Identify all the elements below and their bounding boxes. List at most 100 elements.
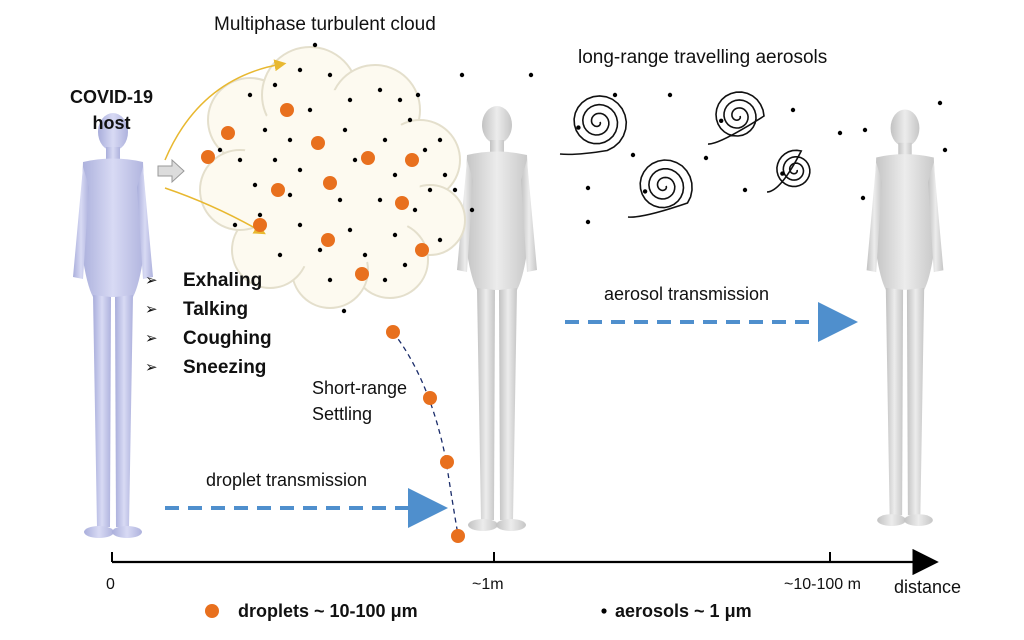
action-label: Talking	[183, 299, 249, 320]
host-label: COVID-19 host	[70, 84, 153, 136]
swirl	[707, 91, 765, 145]
aerosol-dot	[437, 137, 443, 143]
action-label: Exhaling	[183, 270, 263, 291]
aerosol-dot	[342, 127, 348, 133]
droplet	[253, 218, 267, 232]
axis-label: distance	[894, 577, 962, 597]
droplet	[280, 103, 294, 117]
aerosol-dot	[277, 252, 283, 258]
aerosol-dot	[327, 277, 333, 283]
aerosol-dot	[412, 207, 418, 213]
aerosol-dot	[341, 308, 347, 314]
host-figure	[73, 113, 153, 538]
droplet	[361, 151, 375, 165]
short-range-line1: Short-range	[312, 378, 408, 398]
aerosols-title: long-range travelling aerosols	[578, 47, 828, 68]
aerosol-dot	[297, 222, 303, 228]
aerosol-dot	[312, 42, 318, 48]
droplet	[221, 126, 235, 140]
cloud-title: Multiphase turbulent cloud	[214, 14, 436, 35]
aerosol-dot	[630, 152, 636, 158]
swirl	[627, 159, 693, 218]
aerosol-dot	[667, 92, 673, 98]
aerosol-dot	[528, 72, 534, 78]
axis-tick-label-2: ~10-100 m	[784, 576, 861, 593]
aerosol-dot	[937, 100, 943, 106]
aerosol-dot	[262, 127, 268, 133]
aerosol-dot	[402, 262, 408, 268]
swirl-aerosol-dot	[576, 125, 581, 130]
aerosol-dot	[272, 157, 278, 163]
droplet	[405, 153, 419, 167]
action-label: Sneezing	[183, 357, 267, 378]
swirl-aerosol-dot	[719, 118, 724, 124]
aerosol-dot	[287, 137, 293, 143]
aerosol-dot	[612, 92, 618, 98]
swirl	[559, 95, 628, 156]
aerosol-dot	[459, 72, 465, 78]
aerosol-dot	[392, 232, 398, 238]
action-item: ➢Sneezing	[145, 353, 272, 382]
aerosol-dot	[860, 195, 866, 201]
droplet	[311, 136, 325, 150]
legend-aerosol-marker	[601, 608, 607, 614]
droplet-transmission-label: droplet transmission	[206, 470, 368, 490]
settling-droplets	[386, 325, 465, 543]
aerosol-dot	[585, 185, 591, 191]
droplet	[395, 196, 409, 210]
aerosol-dot	[307, 107, 313, 113]
axis-tick-label-1: ~1m	[472, 576, 504, 593]
aerosol-dot	[397, 97, 403, 103]
aerosol-dot	[377, 87, 383, 93]
axis-tick-label-0: 0	[106, 576, 115, 593]
droplet	[323, 176, 337, 190]
short-range-line2: Settling	[312, 404, 373, 424]
droplet	[415, 243, 429, 257]
arrowhead-bullet-icon: ➢	[145, 272, 158, 289]
aerosol-dot	[382, 137, 388, 143]
settling-path	[392, 331, 459, 536]
settling-droplet	[423, 391, 437, 405]
aerosol-dot	[272, 82, 278, 88]
aerosol-dot	[237, 157, 243, 163]
lower-flow-arrow	[164, 187, 266, 235]
aerosol-dot	[327, 72, 333, 78]
swirl-aerosol-dot	[642, 189, 648, 194]
swirl-aerosol-dot	[780, 171, 785, 176]
aerosol-dot	[407, 117, 413, 123]
aerosol-dot	[247, 92, 253, 98]
aerosol-dot	[790, 107, 796, 113]
aerosol-dot	[742, 187, 748, 193]
cloud-droplets	[201, 103, 429, 281]
upper-flow-arrow	[164, 59, 287, 161]
aerosol-dot	[377, 197, 383, 203]
aerosol-dot	[337, 197, 343, 203]
arrowhead-bullet-icon: ➢	[145, 301, 158, 318]
action-item: ➢ Exhaling	[145, 266, 272, 295]
exhale-arrow	[157, 158, 185, 184]
aerosol-dot	[837, 130, 843, 136]
aerosol-dot	[232, 222, 238, 228]
host-label-line2: host	[92, 113, 131, 133]
aerosol-dot	[257, 212, 263, 218]
aerosol-dot	[297, 167, 303, 173]
aerosol-dot	[452, 187, 458, 193]
aerosol-swirls	[559, 91, 811, 218]
aerosol-dot	[362, 252, 368, 258]
aerosol-dot	[392, 172, 398, 178]
aerosol-dot	[437, 237, 443, 243]
far-person-figure	[866, 109, 944, 526]
droplet	[201, 150, 215, 164]
aerosol-dots	[217, 42, 948, 314]
action-item: ➢ Talking	[145, 295, 272, 324]
aerosol-dot	[252, 182, 258, 188]
aerosol-dot	[862, 127, 868, 133]
aerosol-dot	[415, 92, 421, 98]
aerosol-dot	[442, 172, 448, 178]
legend-droplet-marker	[205, 604, 219, 618]
action-list: ➢Exhaling ➢Talking ➢Coughing ➢Sneezing	[145, 266, 272, 382]
settling-droplet	[451, 529, 465, 543]
settling-droplet	[440, 455, 454, 469]
aerosol-dot	[352, 157, 358, 163]
